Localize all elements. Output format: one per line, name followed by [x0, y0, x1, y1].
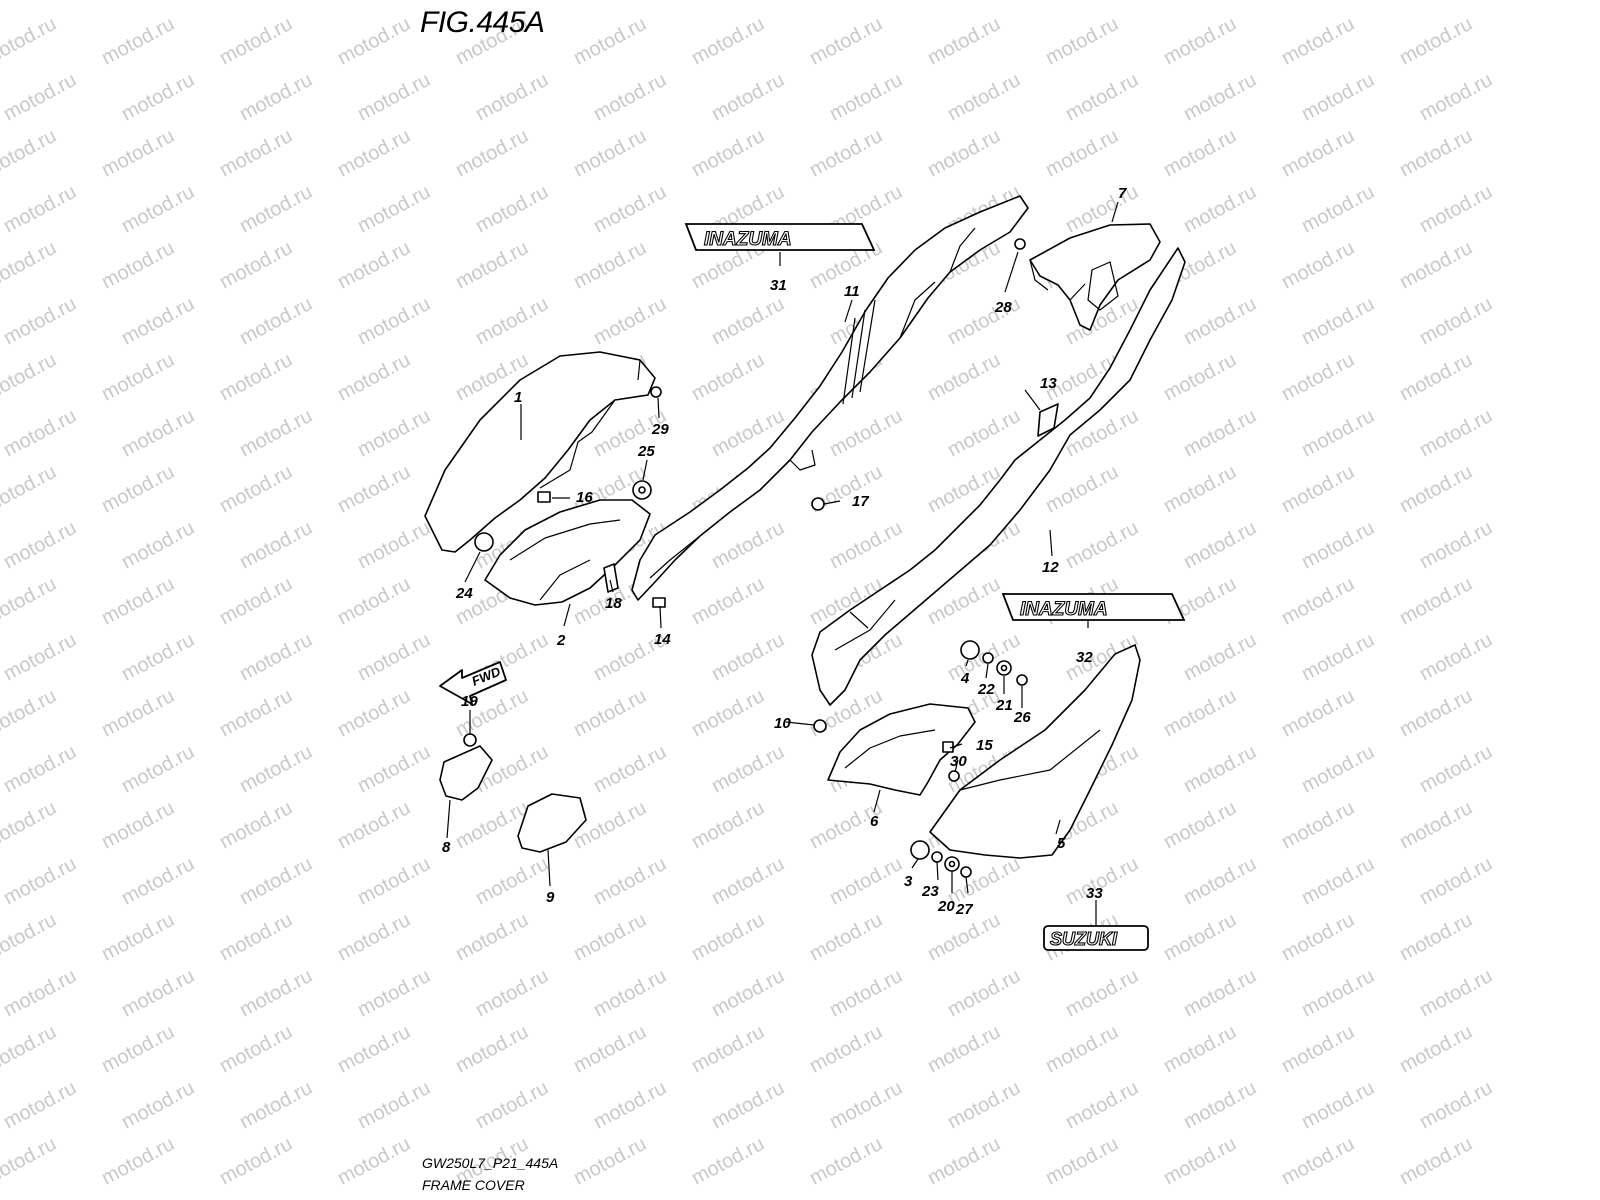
- part-no-11: 11: [844, 283, 860, 300]
- part-2-inner-panel[interactable]: [484, 499, 651, 606]
- part-no-7: 7: [1118, 185, 1127, 202]
- part-no-6: 6: [870, 813, 879, 830]
- part-no-1: 1: [514, 389, 522, 406]
- part-no-2: 2: [556, 632, 566, 649]
- part-26-screw[interactable]: [1016, 674, 1028, 686]
- part-no-19: 19: [461, 693, 478, 710]
- part-no-21: 21: [995, 697, 1013, 714]
- part-17-nut[interactable]: [811, 497, 825, 511]
- part-no-25: 25: [637, 443, 655, 460]
- part-6-lower-cover[interactable]: [827, 703, 976, 796]
- part-24-grommet[interactable]: [474, 532, 494, 552]
- part-30-screw[interactable]: [948, 770, 960, 782]
- part-no-29: 29: [651, 421, 669, 438]
- part-no-31: 31: [770, 277, 787, 294]
- part-no-32: 32: [1076, 649, 1093, 666]
- part-number-labels: 1 2 3 4 5 6 7 8 9 10 11 12 13 14 15 16 1…: [442, 185, 1127, 918]
- part-no-17: 17: [852, 493, 869, 510]
- part-10-nut[interactable]: [813, 719, 827, 733]
- svg-text:SUZUKI: SUZUKI: [1050, 929, 1118, 949]
- part-9-bracket[interactable]: [517, 793, 587, 853]
- part-18-clip[interactable]: [603, 563, 619, 593]
- part-19-screw[interactable]: [463, 733, 477, 747]
- part-no-33: 33: [1086, 885, 1103, 902]
- part-13-trim[interactable]: [1037, 403, 1059, 437]
- part-5-lower-side-cover[interactable]: [929, 644, 1141, 859]
- svg-text:INAZUMA: INAZUMA: [704, 229, 792, 250]
- part-no-8: 8: [442, 839, 451, 856]
- emblem-inazuma-upper: INAZUMA: [684, 223, 876, 251]
- part-no-22: 22: [977, 681, 995, 698]
- part-no-12: 12: [1042, 559, 1059, 576]
- part-no-18: 18: [605, 595, 622, 612]
- part-14-clip[interactable]: [652, 597, 666, 608]
- part-3-grommet[interactable]: [910, 840, 930, 860]
- part-22-collar[interactable]: [982, 652, 994, 664]
- part-no-14: 14: [654, 631, 671, 648]
- part-28-screw[interactable]: [1014, 238, 1026, 250]
- part-4-grommet[interactable]: [960, 640, 980, 660]
- part-23-collar[interactable]: [931, 851, 943, 863]
- figure-name: FRAME COVER: [422, 1177, 525, 1193]
- part-11-frame-cover[interactable]: [631, 195, 1029, 601]
- part-no-13: 13: [1040, 375, 1057, 392]
- part-no-9: 9: [546, 889, 555, 906]
- part-no-3: 3: [904, 873, 913, 890]
- part-27-screw[interactable]: [960, 866, 972, 878]
- part-no-23: 23: [921, 883, 939, 900]
- part-no-24: 24: [455, 585, 473, 602]
- figure-code: GW250L7_P21_445A: [422, 1155, 559, 1171]
- part-12-side-cover[interactable]: [811, 247, 1186, 706]
- svg-text:INAZUMA: INAZUMA: [1020, 599, 1108, 620]
- part-no-28: 28: [994, 299, 1012, 316]
- part-no-5: 5: [1057, 835, 1066, 852]
- part-29-screw[interactable]: [650, 386, 662, 398]
- part-16-clip[interactable]: [537, 491, 551, 503]
- part-no-26: 26: [1013, 709, 1031, 726]
- part-no-15: 15: [976, 737, 993, 754]
- figure-title: FIG.445A: [420, 6, 545, 39]
- part-no-10: 10: [774, 715, 791, 732]
- emblem-suzuki: SUZUKI: [1043, 925, 1149, 951]
- part-8-bracket[interactable]: [439, 745, 493, 801]
- part-no-16: 16: [576, 489, 593, 506]
- part-7-tail-cowl[interactable]: [1029, 223, 1161, 331]
- part-no-4: 4: [960, 670, 970, 687]
- part-no-20: 20: [937, 898, 955, 915]
- part-no-30: 30: [950, 753, 967, 770]
- emblem-inazuma-lower: INAZUMA: [1001, 593, 1186, 621]
- part-no-27: 27: [955, 901, 973, 918]
